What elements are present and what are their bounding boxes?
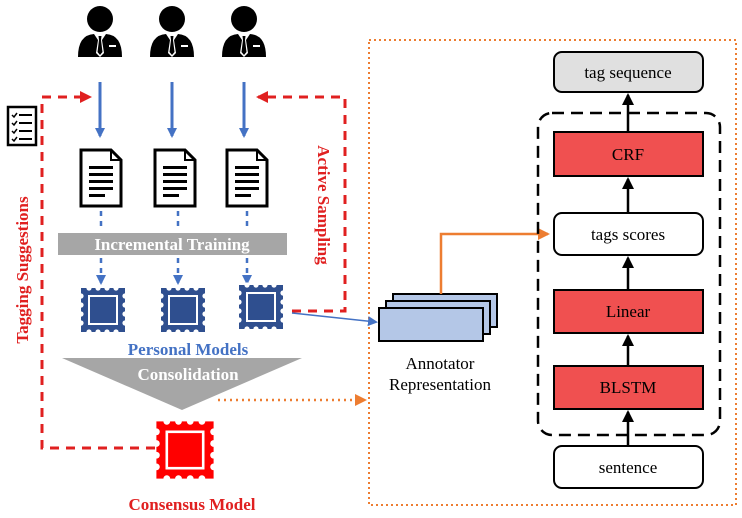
linear-label: Linear [606,302,651,321]
stamp-icon [157,284,209,336]
linear-layer [553,289,704,334]
annotator-person-icon [222,6,266,57]
tagging-suggestions-arrow [40,91,155,450]
consolidation-funnel [62,358,302,410]
annotator-label-line1: Annotator [406,354,475,373]
arrow-to-tags-scores [439,228,550,294]
annotator-person-icon [150,6,194,57]
checklist-icon [6,105,38,147]
consensus-model-label: Consensus Model [128,495,255,514]
incremental-training-bar [58,233,287,255]
annotator-person-icon [78,6,122,57]
document-icon [153,148,197,208]
incremental-training-label: Incremental Training [94,235,250,254]
model-container [368,39,737,506]
sentence-label: sentence [599,458,658,477]
annotator-label-line2: Representation [389,375,491,394]
tags-scores-label: tags scores [591,225,665,244]
tag-sequence-label: tag sequence [584,63,671,82]
active-sampling-arrow [256,91,347,313]
consensus-model-stamp-icon [153,418,217,482]
tagging-suggestions-label: Tagging Suggestions [13,196,32,344]
stamp-icon [235,281,287,333]
consolidation-label: Consolidation [137,365,239,384]
document-icon [79,148,123,208]
blstm-label: BLSTM [600,378,657,397]
annotator-representation-layers [378,293,498,342]
crf-label: CRF [612,145,644,164]
crf-layer [553,131,704,177]
stamp-icon [77,284,129,336]
arrow-to-annotator-representation [291,312,378,327]
active-sampling-label: Active Sampling [314,145,333,265]
tag-sequence-box [553,51,704,93]
document-icon [225,148,269,208]
personal-models-label: Personal Models [128,340,249,359]
